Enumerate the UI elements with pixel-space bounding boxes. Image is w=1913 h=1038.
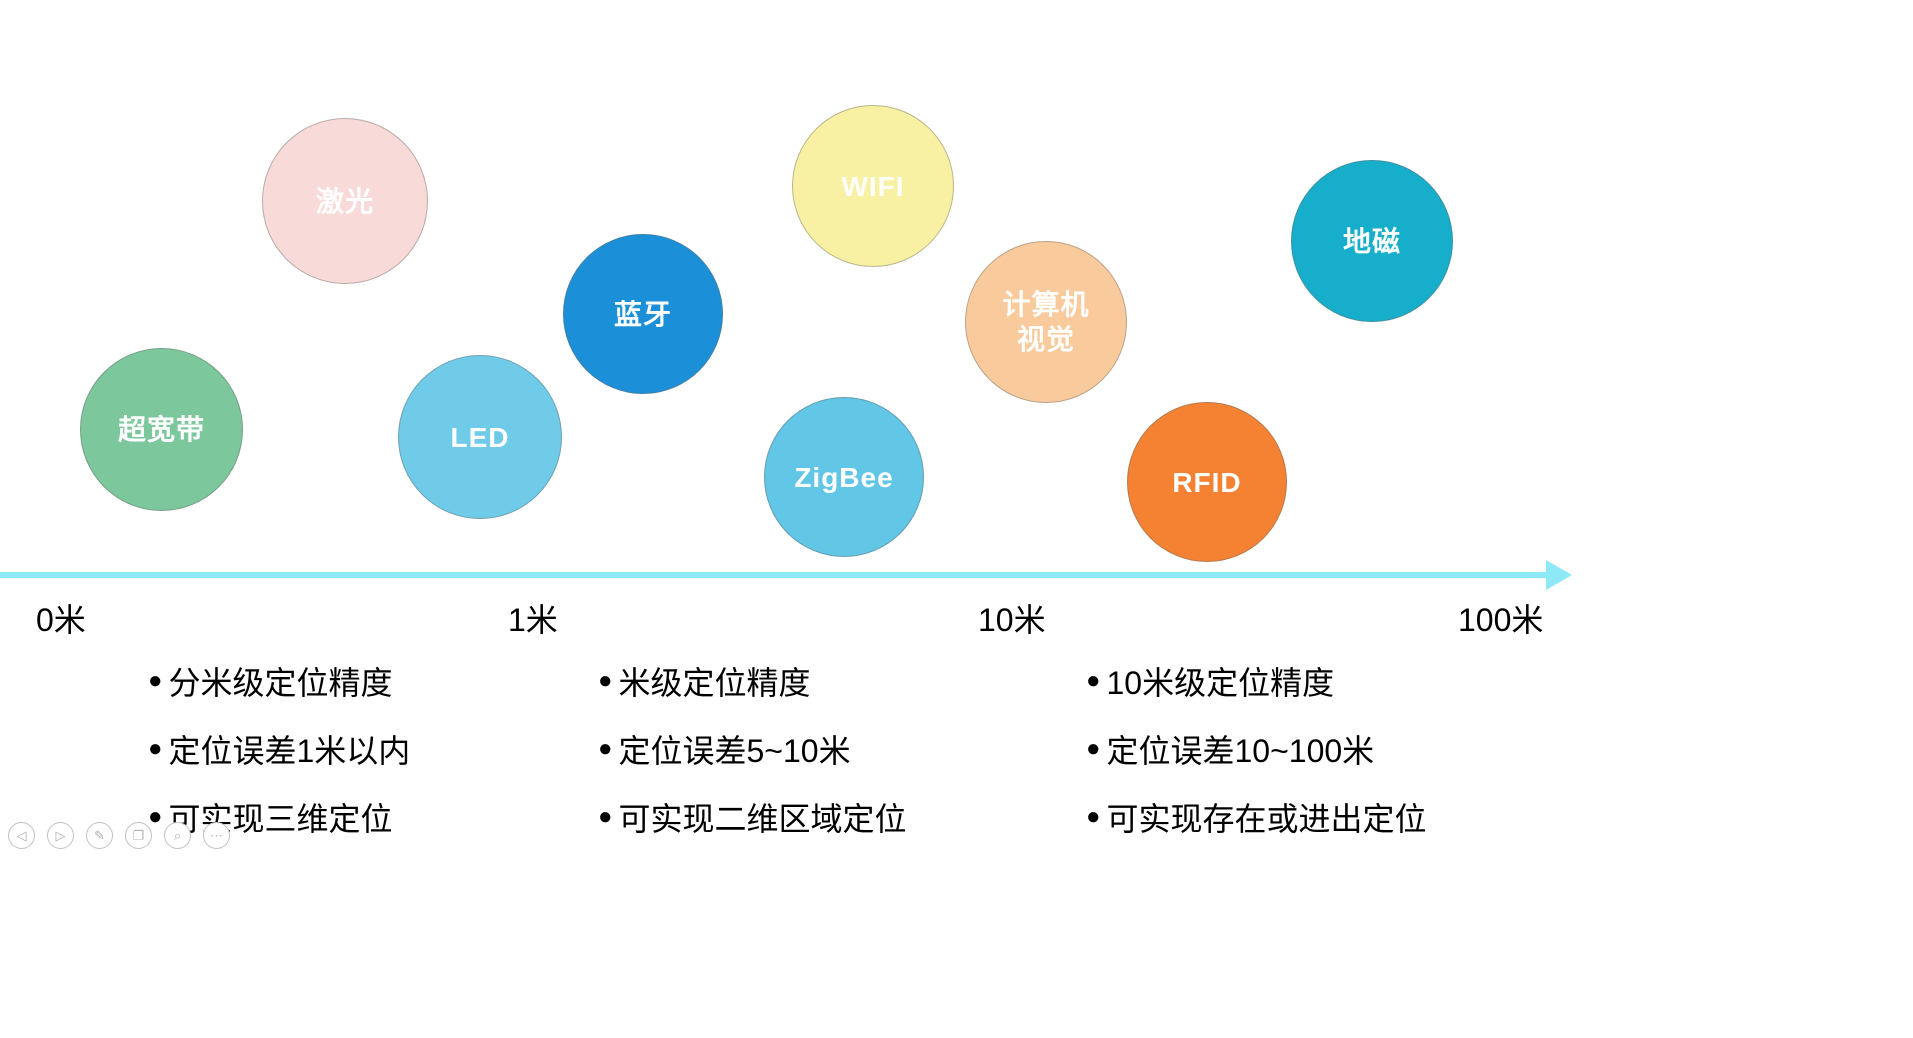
bullet-icon: ● xyxy=(598,803,613,830)
bubble-bluetooth-label: 蓝牙 xyxy=(613,298,672,330)
bubble-geomagnetic: 地磁 xyxy=(1291,160,1453,322)
axis-line xyxy=(0,572,1548,578)
bullet-icon: ● xyxy=(148,735,163,762)
note-text: 可实现存在或进出定位 xyxy=(1106,801,1427,837)
note-text: 定位误差1米以内 xyxy=(168,733,411,769)
bullet-icon: ● xyxy=(598,667,613,694)
note-item: ● 10米级定位精度 xyxy=(1086,658,1427,704)
pen-tool-button[interactable]: ✎ xyxy=(86,822,113,849)
bullet-icon: ● xyxy=(1086,667,1101,694)
zoom-button[interactable]: ⌕ xyxy=(164,822,191,849)
bubble-rfid: RFID xyxy=(1127,402,1287,562)
bullet-icon: ● xyxy=(148,667,163,694)
bullet-icon: ● xyxy=(148,803,163,830)
notes-column-decimeter: ● 分米级定位精度 ● 定位误差1米以内 ● 可实现三维定位 xyxy=(148,658,410,840)
bubble-wifi-label: WIFI xyxy=(841,170,905,202)
note-text: 10米级定位精度 xyxy=(1106,665,1335,701)
bullet-icon: ● xyxy=(598,735,613,762)
axis-tick-100m: 100米 xyxy=(1458,602,1544,638)
note-item: ● 定位误差1米以内 xyxy=(148,726,410,772)
bubble-uwb: 超宽带 xyxy=(80,348,243,511)
bubble-computer-vision-label: 计算机 视觉 xyxy=(1002,289,1090,355)
bubble-computer-vision: 计算机 视觉 xyxy=(965,241,1127,403)
note-text: 定位误差5~10米 xyxy=(618,733,851,769)
note-item: ● 定位误差10~100米 xyxy=(1086,726,1427,772)
bubble-wifi: WIFI xyxy=(792,105,954,267)
axis-tick-0m: 0米 xyxy=(36,602,86,638)
bubble-zigbee: ZigBee xyxy=(764,397,924,557)
slides-panel-button[interactable]: ❐ xyxy=(125,822,152,849)
note-text: 可实现二维区域定位 xyxy=(618,801,907,837)
note-item: ● 分米级定位精度 xyxy=(148,658,410,704)
play-button[interactable]: ▷ xyxy=(47,822,74,849)
notes-column-meter: ● 米级定位精度 ● 定位误差5~10米 ● 可实现二维区域定位 xyxy=(598,658,907,840)
bubble-rfid-label: RFID xyxy=(1172,466,1242,498)
bubble-geomagnetic-label: 地磁 xyxy=(1342,225,1401,257)
note-text: 定位误差10~100米 xyxy=(1106,733,1375,769)
note-text: 分米级定位精度 xyxy=(168,665,393,701)
axis-arrow-icon xyxy=(1546,560,1572,590)
bubble-led: LED xyxy=(398,355,562,519)
bubble-bluetooth: 蓝牙 xyxy=(563,234,723,394)
bubble-zigbee-label: ZigBee xyxy=(794,461,894,493)
notes-column-10meter: ● 10米级定位精度 ● 定位误差10~100米 ● 可实现存在或进出定位 xyxy=(1086,658,1427,840)
note-item: ● 可实现存在或进出定位 xyxy=(1086,794,1427,840)
axis-tick-10m: 10米 xyxy=(978,602,1046,638)
bullet-icon: ● xyxy=(1086,735,1101,762)
prev-slide-button[interactable]: ◁ xyxy=(8,822,35,849)
axis-tick-1m: 1米 xyxy=(508,602,558,638)
presenter-toolbar: ◁ ▷ ✎ ❐ ⌕ ⋯ xyxy=(8,822,230,849)
bubble-led-label: LED xyxy=(450,421,510,453)
note-item: ● 可实现二维区域定位 xyxy=(598,794,907,840)
bubble-uwb-label: 超宽带 xyxy=(117,414,205,445)
bubble-laser: 激光 xyxy=(262,118,428,284)
more-options-button[interactable]: ⋯ xyxy=(203,822,230,849)
bubble-laser-label: 激光 xyxy=(315,185,374,217)
note-item: ● 米级定位精度 xyxy=(598,658,907,704)
note-text: 米级定位精度 xyxy=(618,665,811,701)
note-item: ● 定位误差5~10米 xyxy=(598,726,907,772)
bullet-icon: ● xyxy=(1086,803,1101,830)
